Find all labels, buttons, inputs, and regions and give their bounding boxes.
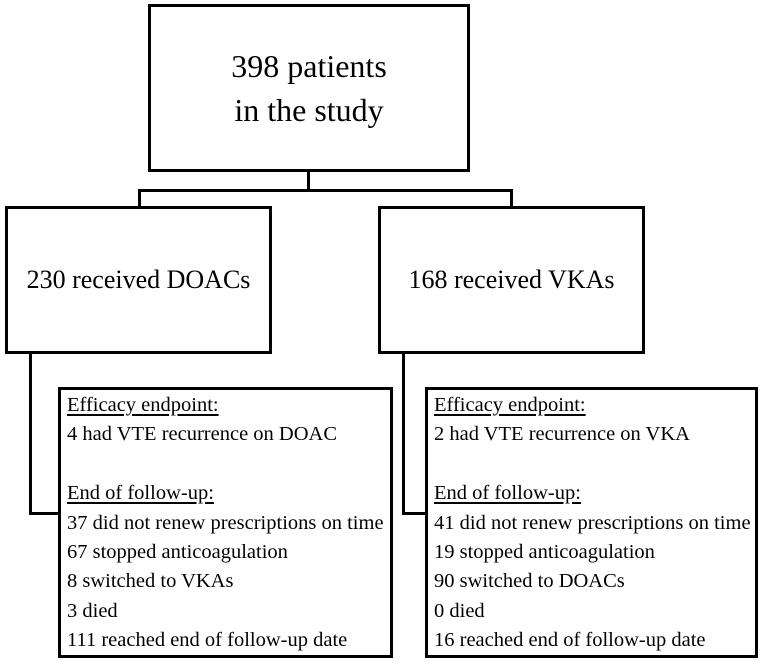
root-patients-line1: 398 patients bbox=[231, 48, 387, 84]
connector-vka-vertical bbox=[402, 352, 405, 515]
vka-followup-line: 19 stopped anticoagulation bbox=[434, 540, 655, 563]
doac-blank-line bbox=[67, 450, 386, 479]
vka-followup-heading: End of follow-up: bbox=[434, 482, 581, 505]
doac-detail-box: Efficacy endpoint: 4 had VTE recurrence … bbox=[58, 387, 393, 658]
doac-followup-line: 111 reached end of follow-up date bbox=[67, 629, 348, 652]
vka-followup-line: 0 died bbox=[434, 599, 485, 622]
root-patients-line2: in the study bbox=[234, 92, 384, 128]
connector-drop-doac bbox=[138, 189, 141, 207]
root-patients-box: 398 patients in the study bbox=[148, 4, 470, 172]
vka-followup-line: 41 did not renew prescriptions on time bbox=[434, 511, 751, 534]
vka-efficacy-heading: Efficacy endpoint: bbox=[434, 394, 586, 416]
doac-followup-line: 67 stopped anticoagulation bbox=[67, 540, 288, 563]
doac-efficacy-text: 4 had VTE recurrence on DOAC bbox=[67, 423, 338, 446]
connector-split-horizontal bbox=[138, 189, 513, 192]
doac-branch-box: 230 received DOACs bbox=[5, 206, 272, 354]
vka-detail-box: Efficacy endpoint: 2 had VTE recurrence … bbox=[425, 387, 758, 658]
vka-blank-line bbox=[434, 450, 751, 479]
vka-efficacy-text: 2 had VTE recurrence on VKA bbox=[434, 423, 690, 446]
vka-followup-line: 90 switched to DOACs bbox=[434, 570, 625, 593]
vka-branch-box: 168 received VKAs bbox=[378, 206, 645, 354]
doac-followup-line: 37 did not renew prescriptions on time bbox=[67, 511, 384, 534]
connector-doac-vertical bbox=[29, 352, 32, 515]
connector-vka-elbow bbox=[402, 512, 427, 515]
doac-followup-line: 3 died bbox=[67, 599, 118, 622]
connector-root-stub bbox=[307, 171, 310, 190]
vka-branch-label: 168 received VKAs bbox=[408, 265, 615, 294]
vka-followup-line: 16 reached end of follow-up date bbox=[434, 629, 706, 652]
doac-efficacy-heading: Efficacy endpoint: bbox=[67, 394, 219, 416]
doac-branch-label: 230 received DOACs bbox=[26, 265, 251, 294]
connector-doac-elbow bbox=[29, 512, 59, 515]
connector-drop-vka bbox=[510, 189, 513, 207]
doac-followup-line: 8 switched to VKAs bbox=[67, 570, 234, 593]
doac-followup-heading: End of follow-up: bbox=[67, 482, 214, 505]
